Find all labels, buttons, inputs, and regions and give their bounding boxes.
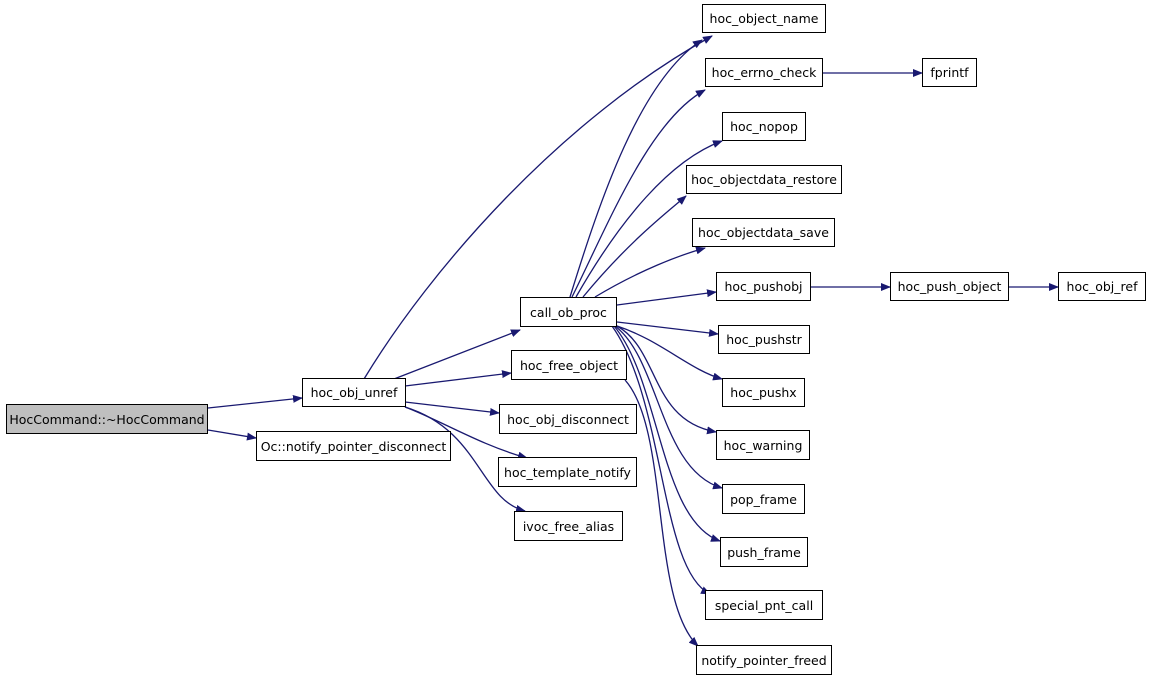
node-hoc-template-notify[interactable]: hoc_template_notify <box>498 457 637 487</box>
edge-free-object-to-notify-pointer-freed <box>624 379 699 647</box>
edge-ob-proc-to-objectdata-save <box>594 246 706 298</box>
edge-obj-unref-to-object-name <box>363 35 713 380</box>
node-hoc-obj-unref[interactable]: hoc_obj_unref <box>302 378 406 407</box>
node-pop-frame[interactable]: pop_frame <box>722 484 805 514</box>
edge-hoccommand-to-oc-notify <box>207 429 257 441</box>
edge-ob-proc-to-pushstr <box>616 321 719 337</box>
node-hoccommand-destructor[interactable]: HocCommand::~HocCommand <box>6 404 208 434</box>
edge-ob-proc-to-object-name <box>569 39 703 298</box>
node-ivoc-free-alias[interactable]: ivoc_free_alias <box>514 511 623 541</box>
edge-obj-unref-to-call-ob-proc <box>393 329 521 380</box>
edge-obj-unref-to-free-object <box>404 370 512 387</box>
node-hoc-pushobj[interactable]: hoc_pushobj <box>716 272 811 301</box>
edge-ob-proc-to-errno-check <box>571 89 706 298</box>
edge-ob-proc-to-pushobj <box>616 289 717 306</box>
node-hoc-pushx[interactable]: hoc_pushx <box>722 378 805 407</box>
edge-obj-unref-to-obj-disconnect <box>404 401 500 416</box>
node-push-frame[interactable]: push_frame <box>720 537 808 567</box>
node-hoc-nopop[interactable]: hoc_nopop <box>722 112 806 141</box>
node-hoc-objectdata-save[interactable]: hoc_objectdata_save <box>692 218 835 247</box>
edge-ob-proc-to-special-pnt-call <box>611 325 711 595</box>
edge-ob-proc-to-pop-frame <box>614 325 723 490</box>
node-hoc-errno-check[interactable]: hoc_errno_check <box>705 58 823 87</box>
node-oc-notify-pointer-disconnect[interactable]: Oc::notify_pointer_disconnect <box>256 431 451 461</box>
edge-ob-proc-to-pushx <box>616 325 723 381</box>
edge-obj-unref-to-ivoc-free-alias <box>404 406 526 513</box>
edge-ob-proc-to-objectdata-restore <box>582 195 687 298</box>
node-hoc-object-name[interactable]: hoc_object_name <box>702 4 826 33</box>
node-hoc-obj-ref[interactable]: hoc_obj_ref <box>1058 272 1146 301</box>
node-hoc-pushstr[interactable]: hoc_pushstr <box>718 325 810 354</box>
node-hoc-objectdata-restore[interactable]: hoc_objectdata_restore <box>686 165 842 194</box>
node-hoc-free-object[interactable]: hoc_free_object <box>511 350 627 380</box>
node-call-ob-proc[interactable]: call_ob_proc <box>520 297 617 327</box>
edge-ob-proc-to-warning <box>616 325 717 435</box>
edge-hoccommand-to-hoc-obj-unref <box>207 394 303 409</box>
node-hoc-push-object[interactable]: hoc_push_object <box>890 272 1009 301</box>
node-special-pnt-call[interactable]: special_pnt_call <box>705 590 823 620</box>
edge-ob-proc-to-push-frame <box>613 325 721 542</box>
node-notify-pointer-freed[interactable]: notify_pointer_freed <box>696 645 832 675</box>
node-hoc-obj-disconnect[interactable]: hoc_obj_disconnect <box>499 404 637 434</box>
node-hoc-warning[interactable]: hoc_warning <box>716 430 810 460</box>
node-fprintf[interactable]: fprintf <box>922 58 977 87</box>
edge-ob-proc-to-nopop <box>575 140 723 298</box>
